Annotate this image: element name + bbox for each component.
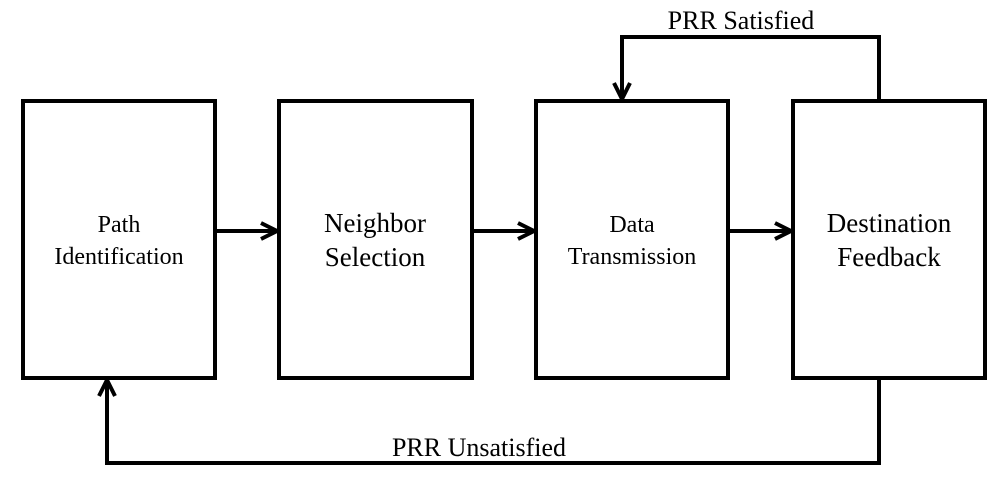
node-path-identification-line-1: Path	[98, 212, 141, 238]
node-neighbor-selection-line-2: Selection	[325, 242, 426, 272]
node-neighbor-selection-line-1: Neighbor	[324, 208, 426, 238]
node-data-transmission-line-2: Transmission	[568, 244, 696, 270]
node-destination-feedback: Destination Feedback	[791, 99, 987, 380]
label-prr-unsatisfied: PRR Unsatisfied	[392, 433, 566, 462]
arrow-prr-unsatisfied	[107, 378, 881, 465]
label-prr-satisfied: PRR Satisfied	[668, 6, 815, 35]
node-neighbor-selection: Neighbor Selection	[277, 99, 474, 380]
arrow-prr-satisfied	[622, 35, 881, 101]
node-path-identification: Path Identification	[21, 99, 217, 380]
node-path-identification-line-2: Identification	[54, 244, 183, 270]
node-destination-feedback-line-2: Feedback	[837, 242, 941, 272]
node-destination-feedback-line-1: Destination	[827, 208, 952, 238]
node-data-transmission-line-1: Data	[609, 212, 655, 238]
node-data-transmission: Data Transmission	[534, 99, 730, 380]
